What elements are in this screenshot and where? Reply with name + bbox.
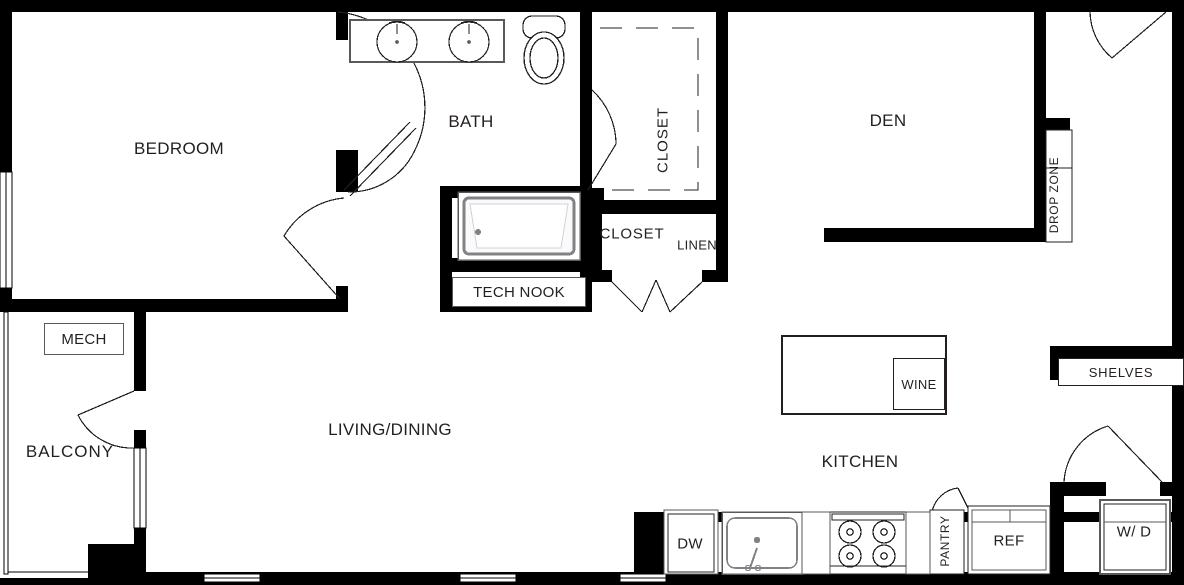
room-label-bedroom: BEDROOM [134, 139, 224, 158]
appliance-label-washer-dryer: W/ D [1116, 523, 1152, 541]
bath-door-swing [347, 151, 415, 193]
vanity-counter [349, 19, 505, 63]
kitchen-sink-fixture [721, 511, 803, 575]
pantry-door-swing [931, 487, 971, 513]
balcony-east-slider [133, 447, 147, 529]
hall-closet-bifold-right [655, 279, 703, 313]
room-label-den: DEN [869, 111, 907, 130]
label-box-wine: WINE [893, 358, 945, 410]
door-swings [77, 11, 1167, 513]
room-label-balcony: BALCONY [25, 442, 115, 461]
walk-in-closet-door-swing [587, 89, 617, 191]
bathtub-fixture [457, 191, 581, 261]
entry-door-swing [1089, 11, 1167, 59]
label-box-shelves: SHELVES [1058, 358, 1184, 386]
room-label-drop-zone: DROP ZONE [1047, 156, 1061, 234]
sink-basin-left [376, 20, 418, 63]
appliance-outlines [663, 129, 1171, 575]
windows [0, 171, 667, 583]
hall-closet-bifold-left [611, 279, 657, 313]
laundry-door-swing [1063, 425, 1163, 483]
south-window-2 [459, 573, 517, 583]
range-cooktop-fixture [829, 511, 907, 575]
room-label-bath: BATH [448, 112, 494, 131]
room-label-linen: LINEN [677, 237, 717, 253]
room-label-kitchen: KITCHEN [821, 452, 899, 471]
label-box-tech-nook: TECH NOOK [452, 277, 586, 307]
balcony-railing [3, 311, 96, 575]
bedroom-secondary-swing [283, 197, 345, 300]
room-label-closet-walkin: CLOSET [654, 106, 672, 174]
walk-in-closet-shelf [600, 27, 699, 191]
bedroom-west-window [0, 171, 13, 289]
appliance-label-refrigerator: REF [993, 532, 1025, 550]
room-label-closet-hall: CLOSET [599, 225, 665, 243]
toilet-fixture [522, 15, 566, 85]
room-label-pantry: PANTRY [938, 515, 952, 567]
label-box-mech: MECH [44, 323, 124, 355]
south-window-1 [203, 573, 261, 583]
sink-basin-right [448, 20, 490, 63]
balcony-door-swing [77, 390, 135, 449]
room-label-living-dining: LIVING/DINING [328, 420, 452, 439]
appliance-label-dishwasher: DW [677, 535, 703, 553]
south-window-3 [619, 573, 667, 583]
